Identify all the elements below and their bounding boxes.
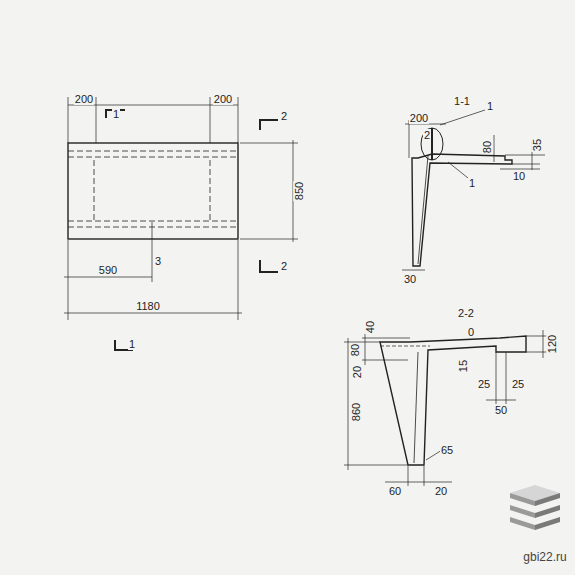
dimension: 80 bbox=[481, 140, 493, 154]
dimension: 30 bbox=[403, 273, 417, 285]
dimension: 20 bbox=[351, 365, 363, 379]
dimension: 120 bbox=[546, 334, 558, 354]
dimension: 10 bbox=[512, 170, 526, 182]
section-mark: 2 bbox=[280, 110, 288, 122]
panel-outline bbox=[68, 143, 238, 239]
dimension: 35 bbox=[531, 138, 543, 152]
watermark: gbi22.ru bbox=[522, 551, 567, 563]
dimension: 860 bbox=[350, 402, 362, 422]
dimension: 60 bbox=[388, 485, 402, 497]
dimension: 65 bbox=[440, 444, 454, 456]
dimension: 50 bbox=[494, 404, 508, 416]
dimension: 15 bbox=[457, 359, 469, 373]
dimension: 200 bbox=[74, 93, 94, 105]
dimension: 590 bbox=[98, 264, 118, 276]
section-title: 2-2 bbox=[457, 307, 475, 319]
dimension: 25 bbox=[511, 378, 525, 390]
dimension: 200 bbox=[213, 93, 233, 105]
dimension: 80 bbox=[349, 343, 361, 357]
callout-number: 2 bbox=[423, 129, 431, 141]
logo bbox=[510, 485, 560, 530]
section-title: 1-1 bbox=[453, 95, 471, 107]
dimension: 850 bbox=[293, 181, 305, 201]
section-mark: 1 bbox=[128, 338, 136, 350]
dimension: 20 bbox=[434, 485, 448, 497]
section-mark: 2 bbox=[280, 260, 288, 272]
callout-number: 1 bbox=[486, 100, 494, 112]
section-mark: 1 bbox=[112, 108, 120, 120]
dimension: 200 bbox=[409, 112, 429, 124]
callout-number: 3 bbox=[154, 255, 162, 267]
dimension: 40 bbox=[364, 320, 376, 334]
dimension: 25 bbox=[477, 378, 491, 390]
callout-number: 1 bbox=[468, 177, 476, 189]
dimension: 0 bbox=[467, 326, 475, 338]
dimension: 1180 bbox=[135, 300, 161, 312]
